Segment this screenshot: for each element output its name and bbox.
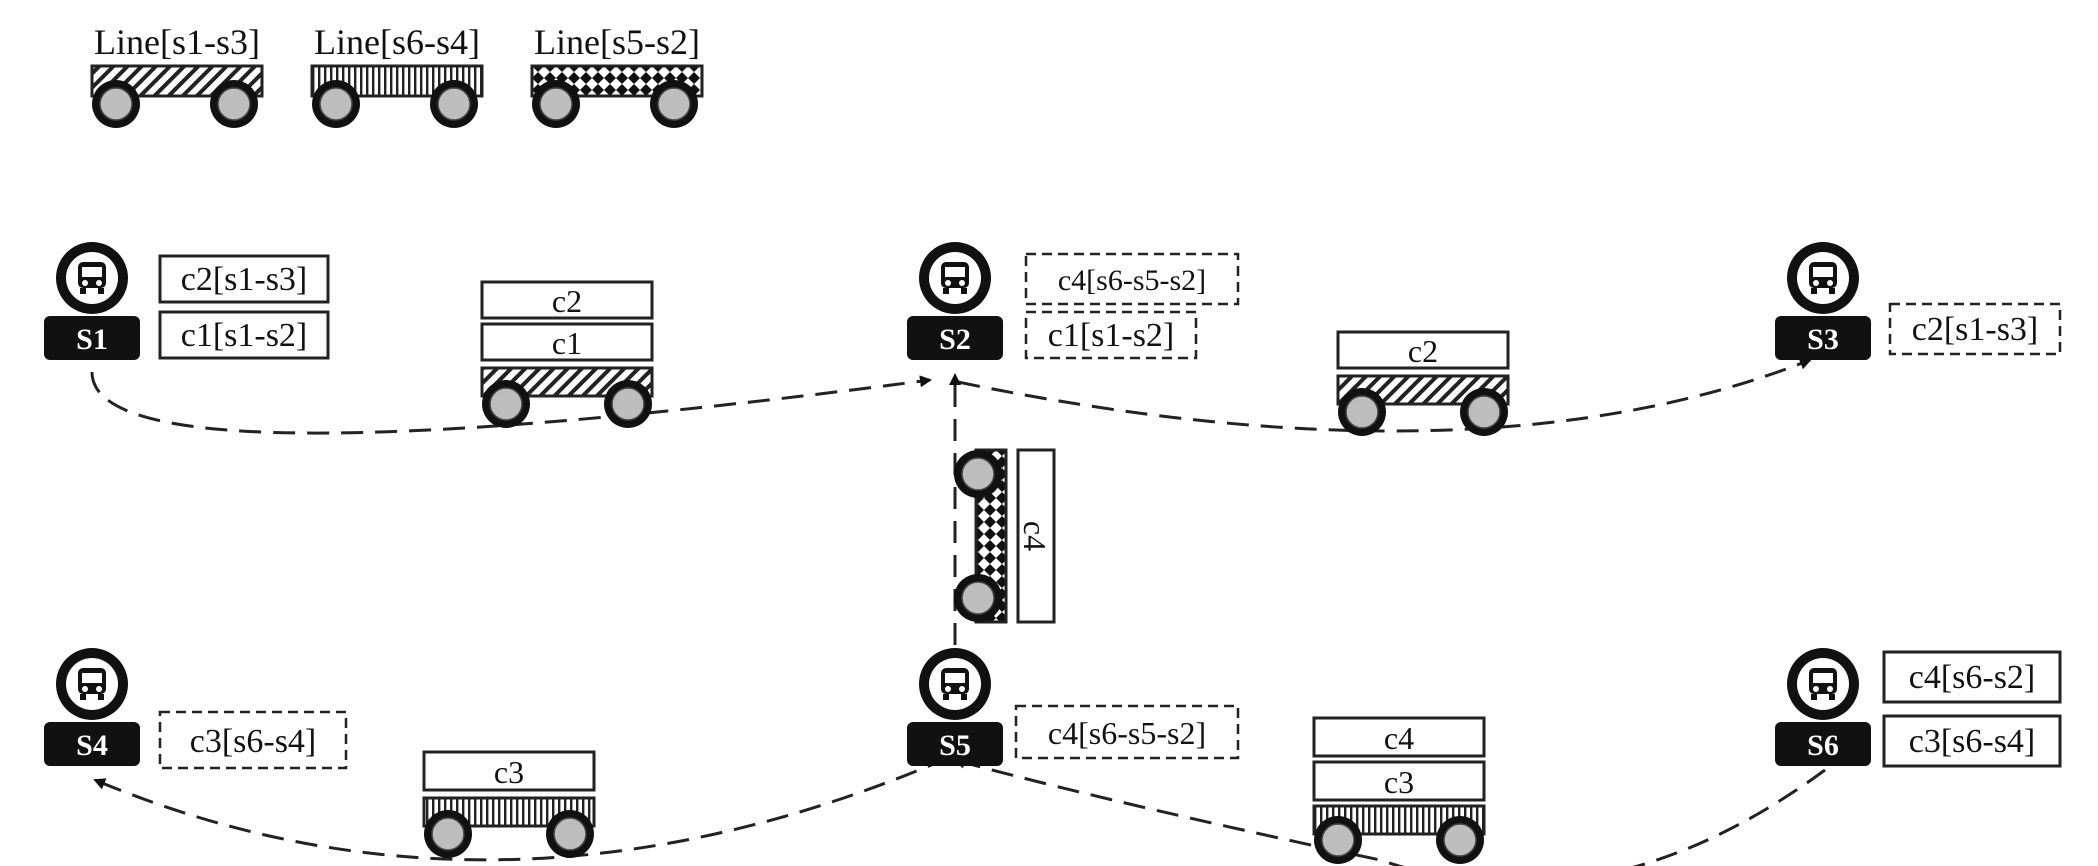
cargo-box (480, 280, 654, 320)
vehicle-s5-s4: c3 (422, 750, 596, 859)
bus-stop-icon (919, 648, 991, 720)
cargo-box (1312, 760, 1486, 802)
bus-stop-icon (919, 242, 991, 314)
vehicle-s1-s2: c2 c1 (480, 280, 654, 429)
legend-item-s1-s3: Line[s1-s3] (90, 22, 264, 129)
legend-label: Line[s6-s4] (314, 22, 480, 62)
cargo-label: c4 (1017, 521, 1053, 551)
station-label-plate (907, 722, 1003, 766)
tag-text: c4[s6-s2] (1909, 659, 2036, 696)
tag-text: c1[s1-s2] (1048, 317, 1175, 354)
bus-stop-icon (1787, 242, 1859, 314)
tag-s1-top: c2[s1-s3] (158, 254, 330, 304)
cargo-box (1016, 448, 1056, 624)
legend-label: Line[s5-s2] (534, 22, 700, 62)
wheel-icon (953, 449, 1003, 499)
tag-s4: c3[s6-s4] (158, 710, 348, 770)
route-s5-s4 (93, 756, 949, 862)
station-s5: S5 (907, 648, 1003, 766)
station-label-plate (1775, 722, 1871, 766)
vehicle-s2-s3: c2 (1336, 330, 1510, 437)
route-s2-s3 (957, 358, 1812, 433)
tag-text: c2[s1-s3] (1912, 311, 2039, 348)
bus-stop-icon (1787, 648, 1859, 720)
station-s3: S3 (1775, 242, 1871, 360)
legend-item-s5-s2: Line[s5-s2] (530, 22, 704, 129)
wheel-icon (423, 809, 473, 859)
cargo-label: c3 (1384, 764, 1414, 800)
legend: Line[s1-s3] Line[s6-s4] Line[s5-s2] (90, 22, 704, 129)
wheel-icon (649, 79, 699, 129)
station-label-plate (44, 316, 140, 360)
tag-s2-bottom: c1[s1-s2] (1024, 310, 1198, 360)
tag-s1-bottom: c1[s1-s2] (158, 310, 330, 360)
wheel-icon (209, 79, 259, 129)
cargo-label: c2 (1408, 333, 1438, 369)
cargo-box (1336, 330, 1510, 370)
station-label: S1 (76, 323, 108, 356)
cargo-box (1312, 716, 1486, 758)
vehicle-s5-s2: c4 (953, 448, 1056, 624)
tag-s3: c2[s1-s3] (1888, 302, 2062, 356)
wheel-icon (531, 79, 581, 129)
wheel-icon (1459, 387, 1509, 437)
station-label: S6 (1807, 729, 1839, 762)
wheel-icon (91, 79, 141, 129)
bus-stop-icon (56, 648, 128, 720)
route-s6-s5 (953, 756, 1826, 866)
station-label: S5 (939, 729, 971, 762)
wheel-icon (1313, 815, 1363, 865)
wheel-icon (481, 379, 531, 429)
cargo-label: c4 (1384, 720, 1414, 756)
cargo-box (422, 750, 596, 792)
wheel-icon (1337, 387, 1387, 437)
tag-text: c1[s1-s2] (181, 317, 308, 354)
route-s1-s2 (90, 371, 932, 435)
wheel-icon (953, 573, 1003, 623)
station-s1: S1 (44, 242, 140, 360)
station-s4: S4 (44, 648, 140, 766)
station-label: S4 (76, 729, 108, 762)
cargo-label: c1 (552, 325, 582, 361)
vehicle-s6-s5: c4 c3 (1312, 716, 1486, 865)
bus-stop-icon (56, 242, 128, 314)
tag-s6-top: c4[s6-s2] (1882, 650, 2062, 704)
station-label: S2 (939, 323, 971, 356)
tag-text: c2[s1-s3] (181, 261, 308, 298)
tag-s2-top: c4[s6-s5-s2] (1024, 252, 1240, 306)
wheel-icon (545, 809, 595, 859)
tag-s5: c4[s6-s5-s2] (1014, 704, 1240, 760)
wheel-icon (603, 379, 653, 429)
station-label: S3 (1807, 323, 1839, 356)
tag-text: c3[s6-s4] (190, 723, 317, 760)
cargo-box (480, 322, 654, 362)
station-s6: S6 (1775, 648, 1871, 766)
wheel-icon (429, 79, 479, 129)
tag-text: c4[s6-s5-s2] (1048, 715, 1206, 751)
station-label-plate (907, 316, 1003, 360)
cargo-label: c3 (494, 754, 524, 790)
station-label-plate (44, 722, 140, 766)
tag-text: c4[s6-s5-s2] (1058, 264, 1206, 297)
station-s2: S2 (907, 242, 1003, 360)
station-label-plate (1775, 316, 1871, 360)
tag-text: c3[s6-s4] (1909, 723, 2036, 760)
wheel-icon (311, 79, 361, 129)
legend-item-s6-s4: Line[s6-s4] (310, 22, 484, 129)
tag-s6-bottom: c3[s6-s4] (1882, 714, 2062, 768)
wheel-icon (1435, 815, 1485, 865)
legend-label: Line[s1-s3] (94, 22, 260, 62)
cargo-label: c2 (552, 283, 582, 319)
